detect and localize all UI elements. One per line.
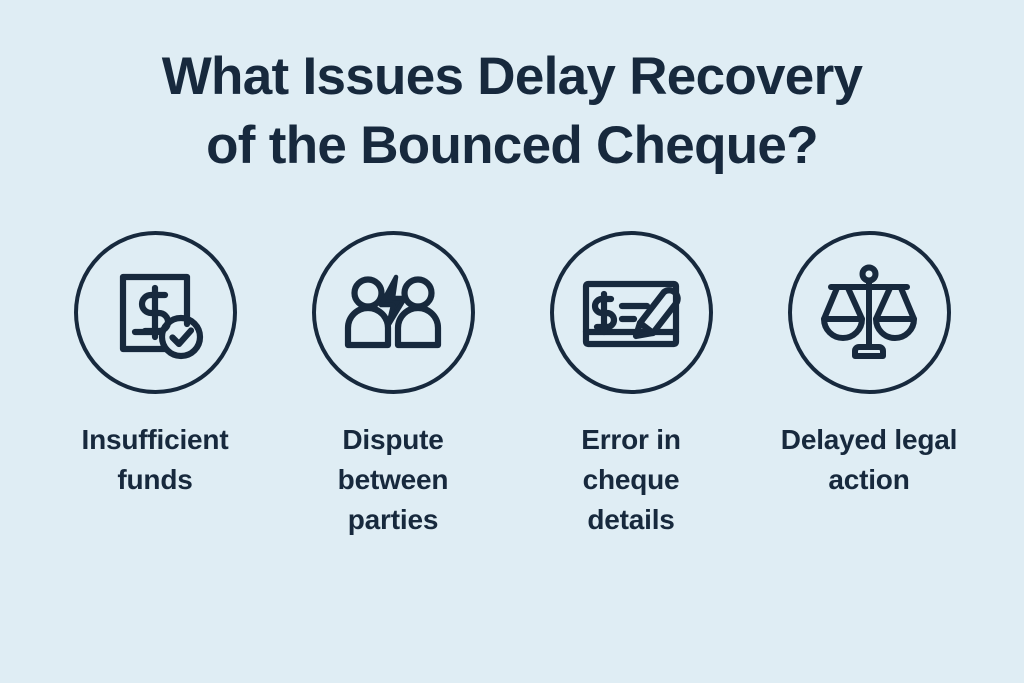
page-title-line-1: What Issues Delay Recovery (161, 47, 863, 106)
issues-list: Insufficient funds Dispute between parti… (0, 231, 1024, 540)
issue-item-error-in-cheque-details: Error in cheque details (512, 231, 750, 540)
document-dollar-check-icon (103, 261, 207, 365)
issue-label-1: Insufficient funds (81, 424, 229, 495)
issue-label-4: Delayed legal action (780, 424, 958, 495)
people-conflict-icon (340, 260, 446, 366)
issue-item-delayed-legal-action: Delayed legal action (750, 231, 988, 500)
issue-item-insufficient-funds: Insufficient funds (36, 231, 274, 500)
page-title: What Issues Delay Recovery of the Bounce… (0, 42, 1024, 180)
issue-item-dispute-between-parties: Dispute between parties (274, 231, 512, 540)
page-title-line-2: of the Bounced Cheque? (206, 116, 818, 175)
issue-label-2: Dispute between parties (337, 424, 449, 535)
cheque-pencil-icon (577, 259, 685, 367)
scales-of-justice-icon (817, 261, 921, 365)
issue-icon-circle-2 (311, 231, 475, 394)
issue-icon-circle-3 (549, 231, 713, 394)
issue-icon-circle-4 (787, 231, 951, 394)
issue-label-3: Error in cheque details (581, 424, 681, 535)
issue-icon-circle-1 (73, 231, 237, 394)
